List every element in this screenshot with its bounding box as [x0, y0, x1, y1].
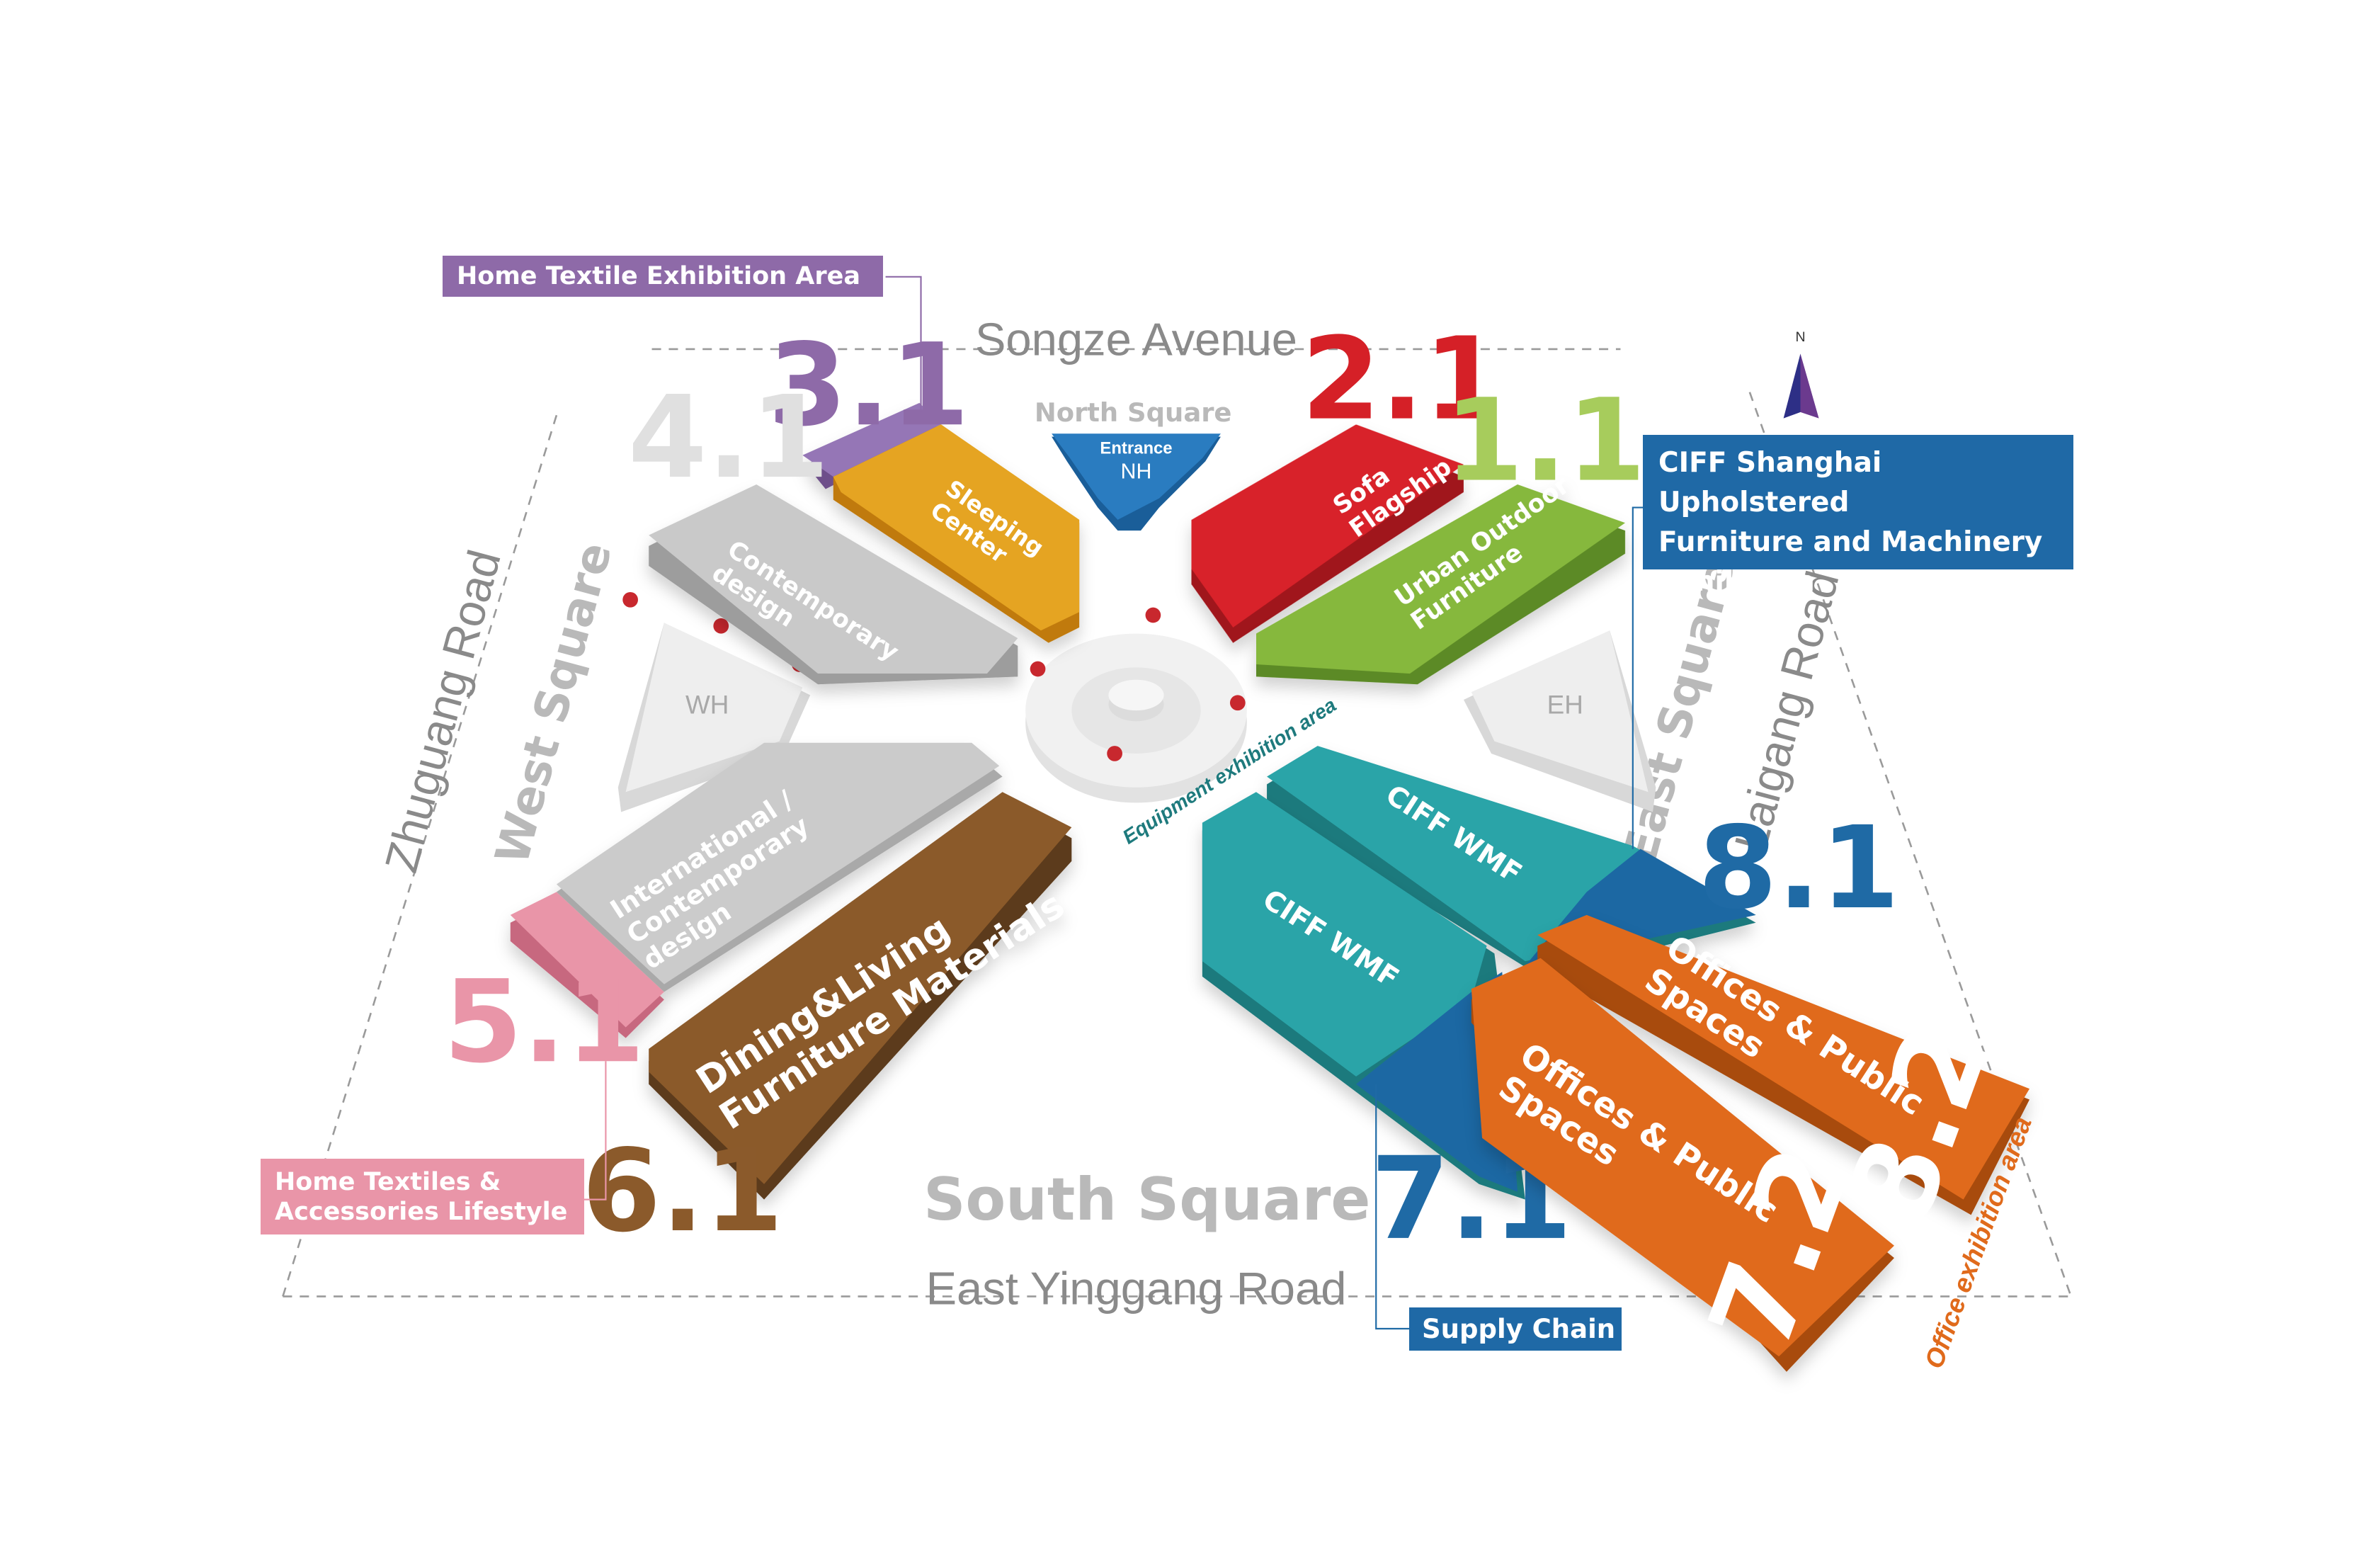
- compass: N: [1783, 329, 1819, 419]
- entrance-label-north: NH: [1121, 459, 1152, 483]
- road-label-north: Songze Avenue: [975, 314, 1297, 365]
- hall-number-3-1: 3.1: [768, 319, 969, 451]
- hall-1-1[interactable]: Urban Outdoor Furniture: [1256, 466, 1625, 685]
- hall-number-8-1: 8.1: [1698, 802, 1900, 934]
- entrance-label-east: EH: [1547, 690, 1583, 719]
- hall-7-2[interactable]: Offices & Public Spaces: [1471, 958, 1894, 1372]
- hall-number-6-1: 6.1: [582, 1125, 784, 1257]
- entrance-west[interactable]: WH: [617, 623, 811, 812]
- square-label-north: North Square: [1035, 397, 1232, 428]
- entrance-label-west: WH: [685, 690, 729, 719]
- hall-3-1[interactable]: Sleeping Center: [802, 402, 1080, 643]
- entrance-east[interactable]: EH: [1463, 630, 1656, 812]
- hall-2-1[interactable]: Sofa Flagship: [1191, 424, 1464, 643]
- callout-home-textile-area: Home Textile Exhibition Area: [443, 256, 883, 297]
- entrance-north[interactable]: Entrance NH: [1052, 433, 1221, 531]
- road-label-west: Zhuguang Road: [375, 545, 511, 878]
- hall-7-1[interactable]: CIFF WMF: [1202, 792, 1525, 1200]
- callout-leaders: [584, 276, 1644, 1330]
- hall-number-5-1: 5.1: [443, 955, 645, 1088]
- callout-ciff-shanghai: CIFF Shanghai Upholstered Furniture and …: [1643, 435, 2073, 598]
- square-label-south: South Square: [923, 1166, 1370, 1234]
- square-label-west: West Square: [486, 537, 622, 870]
- hall-number-2-1: 2.1: [1302, 313, 1503, 445]
- road-label-south: East Yinggang Road: [926, 1262, 1347, 1314]
- callout-home-textiles-lifestyle: Home Textiles & Accessories Lifestyle: [261, 1159, 584, 1234]
- central-plaza: [1025, 633, 1247, 803]
- entrance-north-caption: Entrance: [1100, 439, 1172, 458]
- callout-supply-chain: Supply Chain: [1409, 1307, 1622, 1351]
- hall-number-4-1: 4.1: [628, 371, 830, 504]
- compass-label: N: [1795, 329, 1805, 345]
- hall-number-1-1: 1.1: [1445, 374, 1646, 506]
